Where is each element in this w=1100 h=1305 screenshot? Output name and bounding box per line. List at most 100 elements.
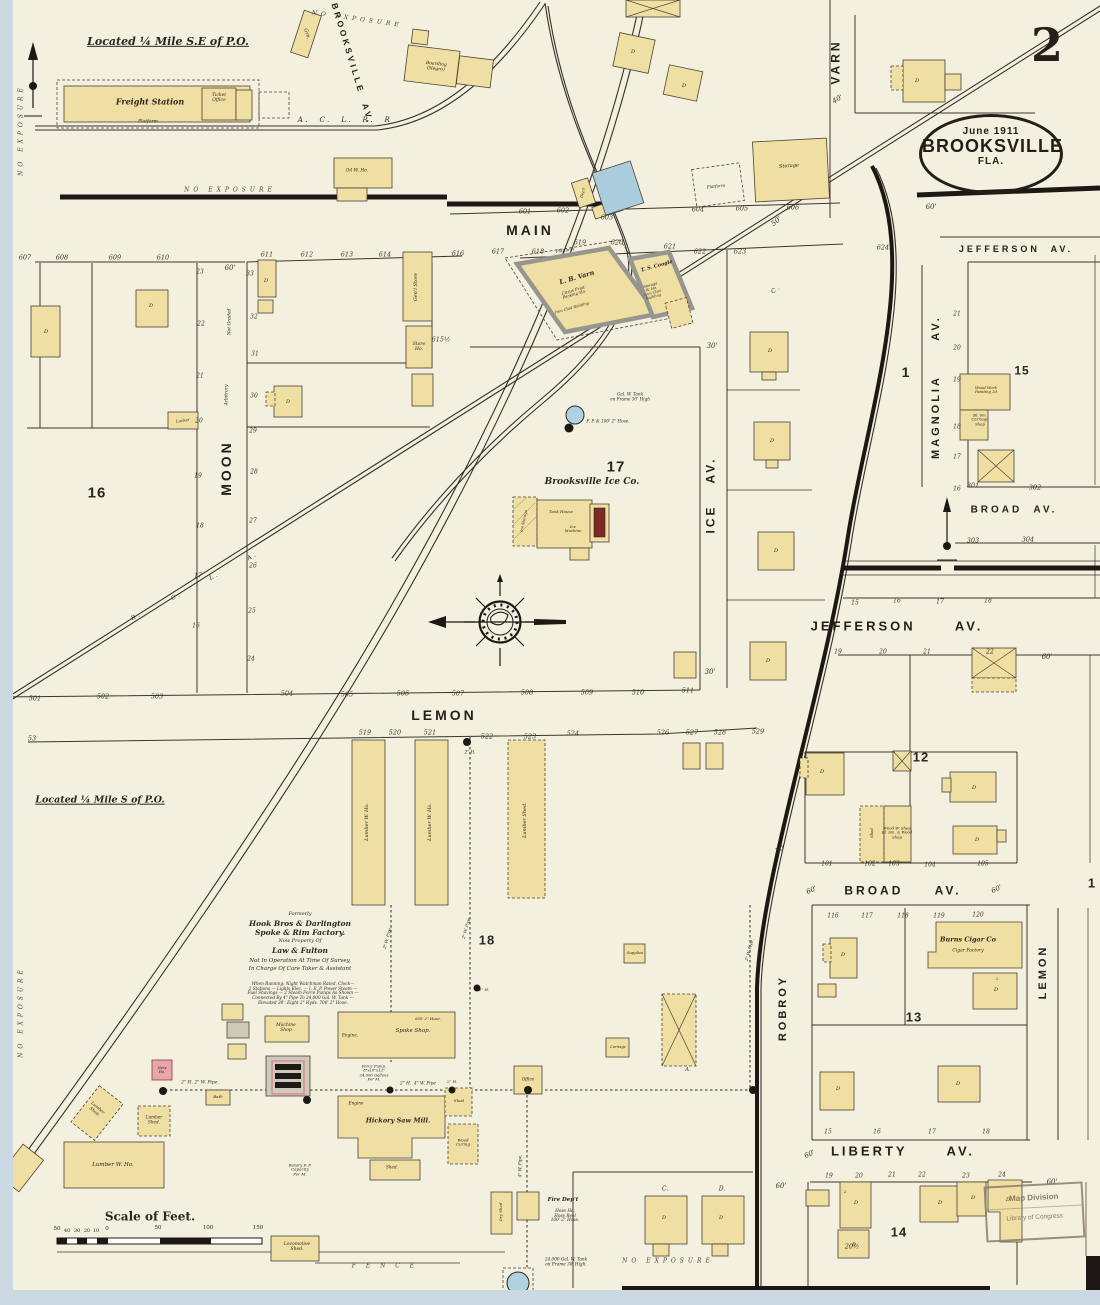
map-label-617: 617 xyxy=(491,247,505,256)
map-label-wood-work-painting-2d: Wood Work Painting 2d xyxy=(975,384,997,394)
map-label-608: 608 xyxy=(55,253,69,262)
map-label-618: 618 xyxy=(531,247,545,256)
map-label-not-graded: Not Graded xyxy=(227,308,233,336)
map-label-19: 19 xyxy=(194,472,202,480)
map-label-d: D xyxy=(853,1200,859,1207)
map-label-2-h-: 2" H. xyxy=(478,986,490,992)
state-name: FLA. xyxy=(977,155,1005,167)
map-label-24: 24 xyxy=(998,1171,1006,1179)
map-label-av-: AV. xyxy=(929,315,942,341)
map-label-21: 21 xyxy=(953,310,961,318)
map-label-no-exposure: NO EXPOSURE xyxy=(622,1257,714,1265)
map-label-law-fulton: Law & Fulton xyxy=(272,945,328,955)
map-label-50: 50 xyxy=(53,1225,61,1232)
map-label-av-: AV. xyxy=(703,456,718,484)
map-label-in-charge-of-care-taker-assi: In Charge Of Care Taker & Assistant xyxy=(248,965,352,972)
map-label-18: 18 xyxy=(984,597,992,605)
map-label-60-: 60' xyxy=(775,1182,787,1191)
map-label-d: D xyxy=(630,49,636,56)
map-label-d: D xyxy=(43,329,49,336)
map-label-magnolia: MAGNOLIA xyxy=(929,375,942,459)
map-label-21: 21 xyxy=(196,372,204,380)
map-label-d: D xyxy=(773,548,779,555)
map-label-lumber-w-ho-: Lumber W. Ho. xyxy=(427,803,434,841)
map-label-d: D xyxy=(840,952,846,959)
map-label-18: 18 xyxy=(196,522,204,530)
map-label-d: D xyxy=(937,1200,943,1207)
map-label-lumber-shed-: Lumber Shed. xyxy=(522,802,529,838)
map-label-623: 623 xyxy=(733,247,747,256)
city-name: BROOKSVILLE xyxy=(922,136,1064,156)
map-label-304: 304 xyxy=(1021,535,1035,544)
map-label-2-h-2-w-pipe-: 2" H. 2" W. Pipe. xyxy=(181,1080,219,1086)
map-label-d: D xyxy=(1005,1197,1011,1204)
map-label-no-exposure: NO EXPOSURE xyxy=(184,186,276,194)
map-label-303: 303 xyxy=(966,536,980,545)
map-label-21: 21 xyxy=(888,1171,896,1179)
map-label-bl-sm-carriage-shop: Bl. Sm. Carriage Shop xyxy=(971,412,989,427)
map-label-150: 150 xyxy=(252,1224,264,1231)
map-label-scale-of-feet-: Scale of Feet. xyxy=(104,1209,196,1224)
scan-margin-left xyxy=(0,0,13,1305)
map-label-1: 1 xyxy=(901,364,911,381)
map-label-20: 20 xyxy=(83,1228,91,1235)
map-label-d: D xyxy=(263,278,269,285)
map-label-supplies: Supplies xyxy=(626,949,644,955)
map-label-d: D xyxy=(851,1242,857,1249)
map-label-ice-machine: Ice Machine xyxy=(564,523,582,533)
map-label-spoke-rim-factory-: Spoke & Rim Factory. xyxy=(254,927,346,937)
map-label-freight-station: Freight Station xyxy=(115,96,185,107)
map-label-gen-l-store: Gen'l Store xyxy=(413,272,420,302)
map-label-22: 22 xyxy=(918,1171,926,1179)
map-label-ice: ICE xyxy=(703,504,718,534)
map-label-25: 25 xyxy=(248,607,256,615)
map-label-f-p-100-2-hose-: F. P. & 100' 2" Hose. xyxy=(586,418,630,424)
map-label-ticket-office: Ticket Office xyxy=(211,92,227,103)
map-label-14: 14 xyxy=(890,1224,908,1240)
map-label-lumber-w-ho-: Lumber W. Ho. xyxy=(92,1161,134,1168)
map-label-505: 505 xyxy=(340,690,354,699)
map-label-19: 19 xyxy=(825,1172,833,1180)
map-label-616: 616 xyxy=(451,249,465,258)
map-label-529: 529 xyxy=(751,727,765,736)
map-label-10: 10 xyxy=(92,1228,100,1235)
map-label-605: 605 xyxy=(735,204,749,213)
scan-margin-bottom xyxy=(0,1290,1100,1305)
map-label-117: 117 xyxy=(861,912,873,920)
map-label-d: D xyxy=(765,658,771,665)
map-label-16: 16 xyxy=(192,622,200,630)
map-label-613: 613 xyxy=(340,250,354,259)
map-label-20: 20 xyxy=(855,1172,863,1180)
map-label-2: 2 xyxy=(843,1188,847,1194)
map-label-18: 18 xyxy=(478,932,496,948)
compass-rose xyxy=(428,574,566,666)
map-label-32: 32 xyxy=(250,313,258,321)
map-label-hook-bros-darlington: Hook Bros & Darlington xyxy=(248,918,352,928)
map-label-611: 611 xyxy=(260,250,274,259)
map-label-26: 26 xyxy=(249,562,257,570)
map-label-lumber-shed-: Lumber Shed. xyxy=(145,1114,163,1124)
map-label-519: 519 xyxy=(358,728,372,737)
map-label-20: 20 xyxy=(195,417,203,425)
map-label-18: 18 xyxy=(953,423,961,431)
map-label-16: 16 xyxy=(87,484,107,502)
map-label-dry-shed: Dry Shed xyxy=(497,1202,503,1222)
map-label-33: 33 xyxy=(246,270,254,278)
stamp-line-2: Library of Congress xyxy=(1006,1212,1064,1223)
library-stamp: Map Division Library of Congress xyxy=(983,1181,1086,1243)
map-label-lemon: LEMON xyxy=(1036,944,1049,1000)
map-label-liberty-av-: LIBERTY AV. xyxy=(830,1143,976,1159)
map-label-16: 16 xyxy=(893,597,901,605)
map-label-20: 20 xyxy=(879,648,887,656)
map-label-60-: 60' xyxy=(1046,1178,1058,1187)
map-label-614: 614 xyxy=(378,250,392,259)
map-label-60-: 60' xyxy=(224,264,236,273)
map-label-no-exposure: NO EXPOSURE xyxy=(17,966,25,1058)
map-label-engine: Engine xyxy=(348,1100,364,1106)
map-label-wood-w-shop-bl-sm-wood-shop: Wood W. Shop Bl. Sm. & Wood Shop xyxy=(881,825,913,840)
map-label-302: 302 xyxy=(1028,483,1042,492)
north-arrow-jefferson xyxy=(937,497,957,561)
